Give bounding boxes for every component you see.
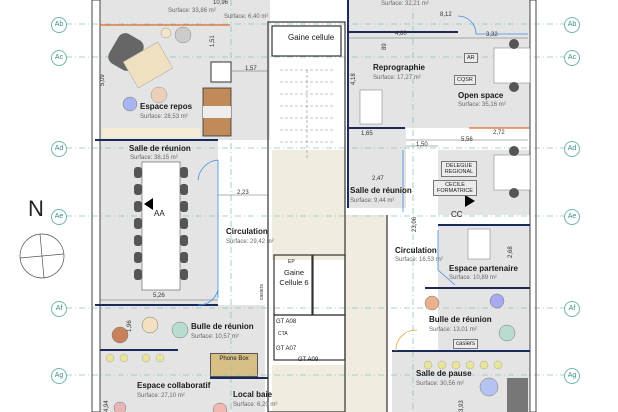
dim-4-94: 4,94 [104,400,110,412]
conference-table [134,161,475,291]
top-right-surface: Surface: 32,21 m² [380,1,430,7]
grid-axis-ag-right: Ag [564,368,580,384]
dim-3-32: 3,32 [486,32,498,38]
local-baie-surface: Surface: 6,20 m² [233,402,278,408]
reprographie-surface: Surface: 17,27 m² [373,75,421,81]
core-bottom [272,365,387,412]
core-ep: EP [288,259,295,265]
pause-area-left [392,350,438,412]
dim-5-09: 5,09 [100,74,106,86]
bulle-reunion-1-surface: Surface: 10,57 m² [191,334,239,340]
espace-repos-surface: Surface: 28,53 m² [140,114,188,120]
grid-axis-ae-right: Ae [564,209,580,225]
gaine-cellule-6: Gaine Cellule 6 [279,268,309,287]
dim-4-80: 4,80 [395,31,407,37]
salle-reunion-1-label: Salle de réunion [129,144,191,153]
dim-4-18: 4,18 [351,73,357,85]
dim-8-12: 8,12 [440,12,452,18]
reprographie-label: Reprographie [373,63,426,72]
salle-reunion-2-area [348,128,406,208]
grid-axis-af-left: Af [51,301,67,317]
gt-a09: GT A09 [298,357,319,363]
core-casiers: casiers [259,284,265,300]
phone-box [210,353,258,377]
tag-cqsr: CQSR [454,75,476,85]
grid-axis-ac-left: Ac [51,50,67,66]
tag-delegue-regional: DELEGUE REGIONAL [441,161,477,177]
espace-partenaire-label: Espace partenaire [449,264,518,273]
dim-89: 89 [382,43,388,50]
compass-rose [19,233,65,279]
bulle-reunion-2-label: Bulle de réunion [429,315,492,324]
salle-reunion-2-label: Salle de réunion [350,186,412,195]
dim-5-56: 5,56 [461,137,473,143]
grid-axis-ab-right: Ab [564,17,580,33]
salle-pause-label: Salle de pause [416,369,472,378]
bulle-reunion-2-surface: Surface: 13,01 m² [429,327,477,333]
salle-pause-surface: Surface: 30,56 m² [416,381,464,387]
tag-ar: AR [464,53,478,63]
espace-collaboratif-label: Espace collaboratif [137,381,211,390]
circulation-2-surface: Surface: 16,53 m² [395,257,443,263]
open-space-surface: Surface: 35,16 m² [458,102,506,108]
grid-axis-ac-right: Ac [564,50,580,66]
dim-1-96: 1,96 [127,320,133,332]
grid-axis-ab-left: Ab [51,17,67,33]
gt-a08: GT A08 [276,319,297,325]
salle-reunion-1-surface: Surface: 38,15 m² [130,155,178,161]
north-label: N [28,196,44,221]
grid-axis-ag-left: Ag [51,368,67,384]
circulation-1-label: Circulation [226,227,268,236]
tag-cecile-formatrice: CECILE FORMATRICE [433,180,477,196]
tag-aa: AA [154,209,165,218]
dim-5-26: 5,26 [153,293,165,299]
phone-box-label: Phone Box [219,356,249,362]
grid-axis-af-right: Af [564,301,580,317]
salle-reunion-2-surface: Surface: 9,44 m² [350,198,395,204]
core-landing [272,150,345,260]
tag-casiers: casiers [453,339,479,349]
tag-cc: CC [451,210,463,219]
dim-2-23: 2,23 [237,190,249,196]
dim-1-51: 1,51 [210,35,216,47]
top-left-surface: Surface: 33,86 m² [168,8,216,14]
dim-1-50: 1,50 [416,142,428,148]
gaine-cellule-label: Gaine cellule [288,33,335,42]
dim-2-72: 2,72 [493,130,505,136]
dim-1-65: 1,65 [361,131,373,137]
dim-10-96: 10,96 [212,0,230,6]
grid-axis-ad-right: Ad [564,141,580,157]
open-space-label: Open space [458,91,504,100]
espace-repos-label: Espace repos [140,102,193,111]
grid-axis-ae-left: Ae [51,209,67,225]
cta: CTA [278,331,288,337]
dim-3-93: 3,93 [459,400,465,412]
bulle-reunion-1-label: Bulle de réunion [191,322,254,331]
local-baie-label: Local baie [233,390,273,399]
circulation-1-surface: Surface: 29,42 m² [226,239,274,245]
dim-2-68: 2,68 [508,246,514,258]
dim-1-57: 1,57 [245,66,257,72]
top-mid-surface: Surface: 6,40 m² [224,14,269,20]
circulation-2-label: Circulation [395,246,437,255]
dim-23-06: 23,06 [412,216,418,232]
grid-axis-ad-left: Ad [51,141,67,157]
espace-collaboratif-surface: Surface: 27,10 m² [137,393,185,399]
espace-partenaire-surface: Surface: 10,89 m² [449,275,497,281]
gt-a07: GT A07 [276,346,297,352]
lounge-furniture [102,26,232,138]
dim-2-47: 2,47 [372,176,384,182]
